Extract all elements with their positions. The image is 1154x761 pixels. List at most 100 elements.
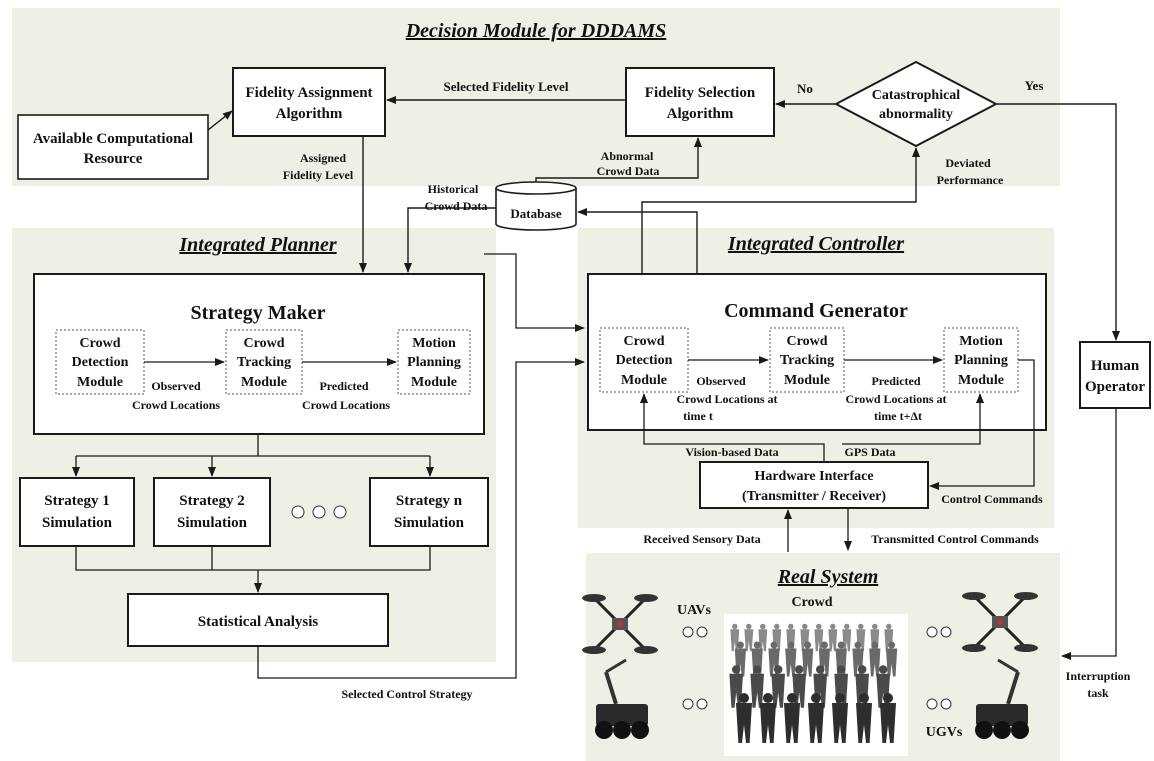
deviated-label-2: Performance <box>937 173 1004 187</box>
svg-text:Detection: Detection <box>72 355 129 370</box>
catastrophical-diamond: Catastrophical abnormality <box>833 60 999 148</box>
crowd-person <box>856 693 872 743</box>
svg-text:Crowd: Crowd <box>787 334 828 349</box>
yes-arrow <box>996 103 1120 341</box>
planner-observed-2: Crowd Locations <box>132 398 220 412</box>
svg-text:Crowd: Crowd <box>244 336 285 351</box>
transmitted-commands-label: Transmitted Control Commands <box>871 532 1039 546</box>
svg-text:Module: Module <box>241 375 287 390</box>
fidelity-assignment-box: Fidelity Assignment Algorithm <box>232 67 386 137</box>
planner-detection-module: Crowd Detection Module <box>55 329 145 395</box>
svg-text:Tracking: Tracking <box>237 355 291 370</box>
svg-text:Strategy Maker: Strategy Maker <box>191 302 326 324</box>
control-commands-label: Control Commands <box>941 492 1043 506</box>
svg-text:Strategy 2: Strategy 2 <box>179 493 244 509</box>
strategy-fanout <box>76 434 430 457</box>
no-label: No <box>797 81 813 96</box>
svg-text:Tracking: Tracking <box>780 353 834 368</box>
selected-fidelity-label: Selected Fidelity Level <box>444 79 569 94</box>
svg-text:Planning: Planning <box>407 355 461 370</box>
svg-text:Strategy 1: Strategy 1 <box>44 493 109 509</box>
svg-text:Statistical Analysis: Statistical Analysis <box>198 614 319 630</box>
controller-observed-3: time t <box>683 409 713 423</box>
crowd-person <box>750 665 764 708</box>
vision-data-label: Vision-based Data <box>685 445 778 459</box>
controller-observed-2: Crowd Locations at <box>676 392 777 406</box>
human-operator-box: Human Operator <box>1079 341 1151 409</box>
svg-text:(Transmitter / Receiver): (Transmitter / Receiver) <box>742 489 886 504</box>
crowd-person <box>771 665 785 708</box>
svg-text:Module: Module <box>958 373 1004 388</box>
interruption-label-2: task <box>1087 686 1109 700</box>
planner-observed-1: Observed <box>151 379 201 393</box>
crowd-person <box>832 693 848 743</box>
controller-predicted-3: time t+Δt <box>874 409 922 423</box>
selected-control-label: Selected Control Strategy <box>341 687 472 701</box>
svg-text:Fidelity Assignment: Fidelity Assignment <box>245 85 372 101</box>
planner-predicted-2: Crowd Locations <box>302 398 390 412</box>
available-resource-box: Available Computational Resource <box>17 114 209 180</box>
crowd-person <box>744 623 754 652</box>
abnormal-label-1: Abnormal <box>601 149 654 163</box>
crowd-person <box>828 623 838 652</box>
crowd-person <box>784 693 800 743</box>
vision-data-arrow <box>640 393 825 462</box>
svg-text:Planning: Planning <box>954 353 1008 368</box>
crowd-person <box>736 693 752 743</box>
svg-text:Command Generator: Command Generator <box>724 300 908 322</box>
deviated-label-1: Deviated <box>945 156 991 170</box>
statistical-analysis-box: Statistical Analysis <box>127 593 389 647</box>
crowd-person <box>886 641 898 677</box>
uavs-label: UAVs <box>677 603 712 618</box>
svg-text:Algorithm: Algorithm <box>276 106 343 122</box>
controller-tracking-module: Crowd Tracking Module <box>769 327 845 393</box>
strategyn-box: Strategy n Simulation <box>369 477 489 547</box>
interruption-arrow <box>1061 408 1117 660</box>
controller-observed-1: Observed <box>696 374 746 388</box>
historical-data-arrow <box>404 207 496 273</box>
gps-data-label: GPS Data <box>845 445 896 459</box>
svg-text:Motion: Motion <box>959 334 1003 349</box>
crowd-person <box>785 641 797 677</box>
yes-label: Yes <box>1025 78 1044 93</box>
svg-text:Database: Database <box>510 206 562 221</box>
svg-text:Module: Module <box>411 375 457 390</box>
crowd-person <box>880 693 896 743</box>
svg-text:Resource: Resource <box>84 151 143 167</box>
integrated-planner-title: Integrated Planner <box>178 234 336 256</box>
crowd-person <box>808 693 824 743</box>
interruption-label-1: Interruption <box>1066 669 1131 683</box>
assigned-label-1: Assigned <box>300 151 346 165</box>
controller-detection-module: Crowd Detection Module <box>599 327 689 393</box>
ugv-right-icon <box>975 658 1029 739</box>
svg-text:Fidelity Selection: Fidelity Selection <box>645 85 756 101</box>
selected-control-arrow <box>257 358 585 679</box>
assigned-label-2: Fidelity Level <box>283 168 354 182</box>
ugv-left-icon <box>595 658 649 739</box>
control-commands-arrow <box>929 359 1035 490</box>
svg-text:Available Computational: Available Computational <box>33 131 193 147</box>
strategy1-box: Strategy 1 Simulation <box>19 477 135 547</box>
gps-data-arrow <box>842 393 984 445</box>
planner-predicted-1: Predicted <box>319 379 368 393</box>
resource-to-assignment-arrow <box>207 110 233 131</box>
uav-left-icon <box>582 594 658 654</box>
strategy2-box: Strategy 2 Simulation <box>153 477 271 547</box>
historical-label-1: Historical <box>428 182 479 196</box>
crowd-person <box>869 641 881 677</box>
received-sensory-label: Received Sensory Data <box>643 532 760 546</box>
planner-to-controller-arrow <box>484 253 585 332</box>
fidelity-selection-box: Fidelity Selection Algorithm <box>625 67 775 137</box>
svg-text:Motion: Motion <box>412 336 456 351</box>
svg-text:Simulation: Simulation <box>42 515 113 531</box>
ugvs-label: UGVs <box>926 725 963 740</box>
crowd-person <box>760 693 776 743</box>
hardware-interface-box: Hardware Interface (Transmitter / Receiv… <box>699 461 929 509</box>
real-system-title: Real System <box>777 566 879 588</box>
controller-motion-module: Motion Planning Module <box>943 327 1019 393</box>
integrated-controller-title: Integrated Controller <box>727 233 904 255</box>
decision-module-title: Decision Module for DDDAMS <box>405 20 667 42</box>
svg-text:Module: Module <box>77 375 123 390</box>
svg-text:Catastrophical: Catastrophical <box>872 88 961 103</box>
